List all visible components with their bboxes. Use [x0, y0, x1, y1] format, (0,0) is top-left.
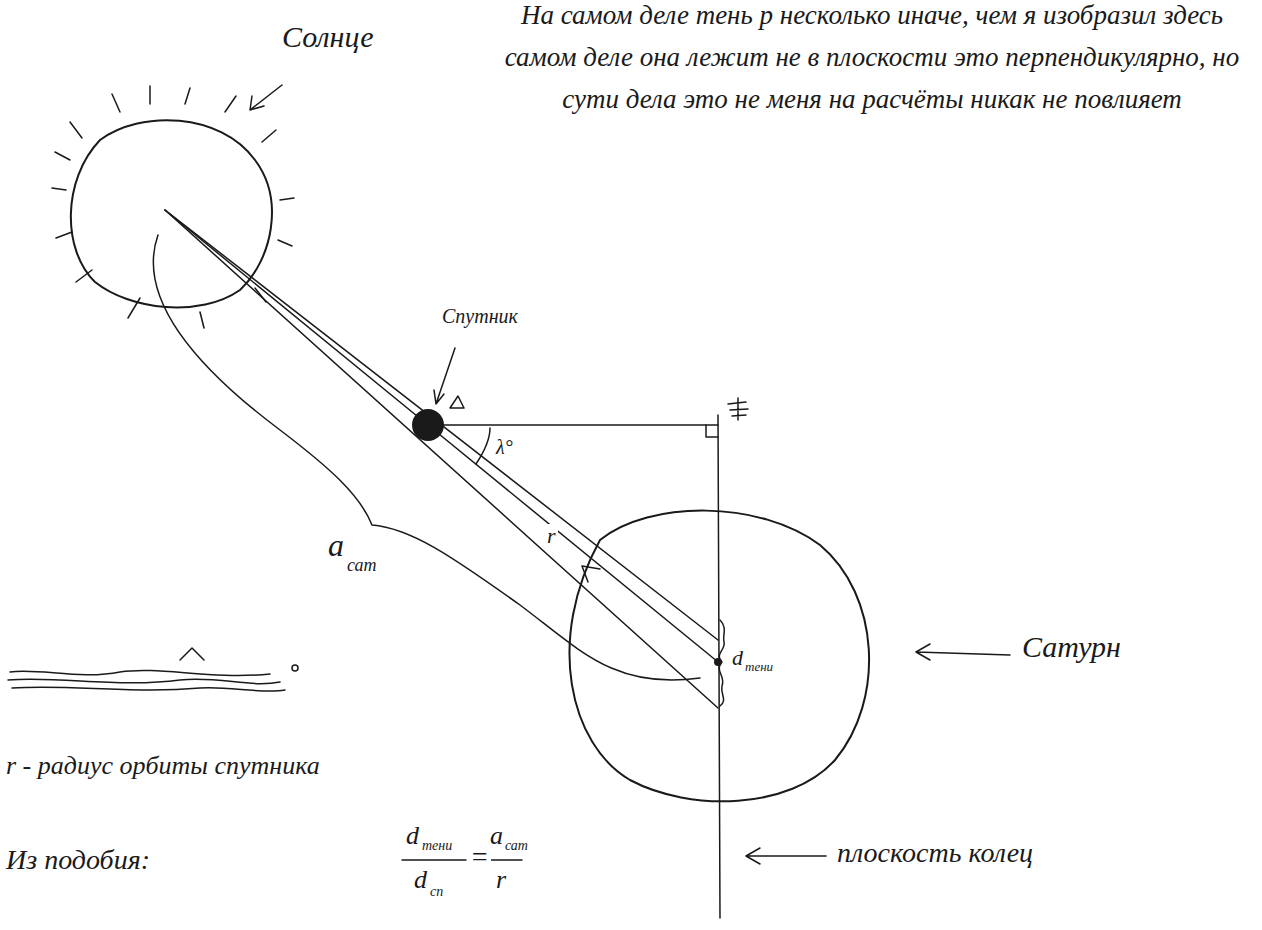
crossed-out-scribble — [8, 648, 298, 691]
object-label: Сатурн — [1020, 630, 1123, 663]
subscript-label: сп — [428, 884, 445, 899]
pointer-arrow — [916, 644, 1010, 660]
object-label: Спутник — [440, 305, 520, 327]
distance-brace — [153, 235, 700, 680]
subscript-label: тени — [743, 660, 775, 674]
subscript-label: сат — [345, 556, 379, 576]
subscript-label: сат — [503, 838, 530, 853]
scribble-mark — [728, 398, 748, 420]
object-label: Солнце — [280, 20, 376, 53]
satellite-mark — [450, 396, 464, 408]
sun-rays — [52, 86, 294, 328]
handwritten-note: На самом деле тень р несколько иначе, че… — [480, 0, 1262, 120]
horizontal-line — [442, 424, 718, 426]
fraction-bar — [402, 859, 522, 861]
formula-symbol: r — [494, 866, 508, 895]
variable-label: r — [545, 524, 558, 548]
plane-label: плоскость колец — [835, 838, 1035, 869]
pointer-arrow — [434, 348, 455, 404]
variable-label: a — [326, 528, 346, 563]
angle-label: λ° — [494, 436, 515, 458]
orbit-arrow — [582, 566, 600, 582]
formula-symbol: d — [412, 866, 429, 895]
pointer-arrow — [746, 848, 826, 864]
angle-arc — [476, 428, 490, 464]
satellite — [413, 410, 443, 440]
saturn-center — [715, 659, 721, 665]
pointer-arrow — [250, 85, 282, 110]
definition-note: r - радиус орбиты спутника — [4, 752, 322, 781]
formula-symbol: d — [404, 822, 421, 851]
formula-text: Из подобия: — [4, 845, 152, 876]
subscript-label: тени — [420, 838, 454, 853]
ray-lines — [165, 210, 718, 708]
right-angle — [706, 425, 718, 437]
